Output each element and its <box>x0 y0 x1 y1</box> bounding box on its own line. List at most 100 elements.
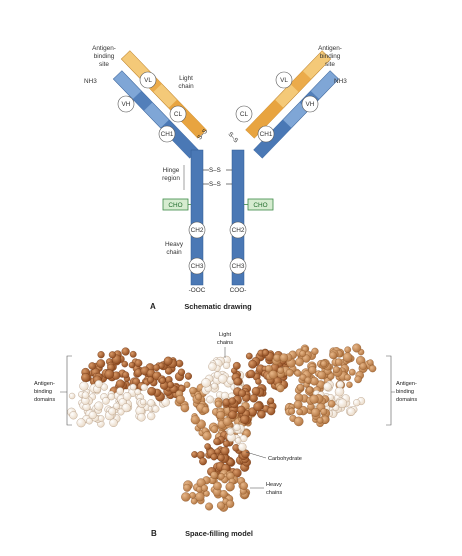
atom-sphere <box>235 437 242 444</box>
svg-text:Carbohydrate: Carbohydrate <box>268 456 302 462</box>
atom-sphere <box>352 343 362 353</box>
domain-vh-left: VH <box>117 95 135 113</box>
atom-sphere <box>128 361 136 369</box>
svg-text:VH: VH <box>122 101 131 108</box>
atom-sphere <box>347 407 356 416</box>
atom-sphere <box>68 392 76 400</box>
atom-sphere <box>94 380 103 388</box>
svg-text:CH1: CH1 <box>260 131 273 138</box>
atom-sphere <box>102 397 110 405</box>
atom-sphere <box>199 457 207 466</box>
atom-sphere <box>97 351 105 359</box>
atom-sphere <box>327 400 336 408</box>
atom-sphere <box>189 386 197 395</box>
atom-sphere <box>134 388 141 396</box>
atom-sphere <box>81 391 90 399</box>
atom-sphere <box>268 370 278 380</box>
atom-sphere <box>214 448 221 455</box>
right-domains-bracket <box>386 355 392 426</box>
atom-sphere <box>253 401 263 412</box>
hinge-region-label: Hinge region <box>162 165 185 190</box>
domain-vh-right: VH <box>301 95 319 113</box>
svg-text:CHO: CHO <box>168 202 182 209</box>
atom-sphere <box>191 451 198 458</box>
atom-sphere <box>213 437 221 446</box>
atom-sphere <box>309 394 319 404</box>
atom-sphere <box>113 402 120 410</box>
atom-sphere <box>190 415 200 425</box>
hinge-disulfide-1: S–S <box>209 167 221 174</box>
atom-sphere <box>201 484 208 492</box>
atom-sphere <box>147 412 156 421</box>
disulfide-light-right: S–S <box>226 131 239 144</box>
svg-text:binding: binding <box>320 53 341 60</box>
atom-sphere <box>175 394 185 404</box>
svg-text:chains: chains <box>217 340 233 346</box>
atom-sphere <box>86 417 93 425</box>
atom-sphere <box>277 366 285 374</box>
atom-sphere <box>226 499 235 508</box>
atom-sphere <box>368 364 377 373</box>
atom-sphere <box>180 403 190 413</box>
atom-sphere <box>240 414 250 424</box>
atom-sphere <box>245 352 253 360</box>
hinge-disulfide-2: S–S <box>209 181 221 188</box>
atom-sphere <box>288 407 296 415</box>
atom-sphere <box>107 393 115 401</box>
atom-sphere <box>251 386 261 396</box>
atom-sphere <box>238 389 246 398</box>
atom-sphere <box>255 378 262 385</box>
antigen-site-label-right: Antigen- binding site <box>318 45 342 68</box>
atom-sphere <box>210 471 218 479</box>
panel-a-letter: A <box>150 302 156 311</box>
atom-sphere <box>159 377 166 384</box>
svg-text:binding: binding <box>34 389 52 395</box>
atom-sphere <box>217 454 225 462</box>
atom-sphere <box>88 362 96 370</box>
domain-ch2-right: CH2 <box>229 221 247 239</box>
atom-sphere <box>279 353 289 362</box>
svg-text:Hinge: Hinge <box>163 167 180 174</box>
domain-ch3-right: CH3 <box>229 257 247 275</box>
atom-sphere <box>336 380 344 389</box>
atom-sphere <box>137 413 146 422</box>
atom-sphere <box>122 392 132 401</box>
svg-text:chain: chain <box>166 249 182 256</box>
atom-sphere <box>296 383 305 392</box>
panel-b-letter: B <box>151 529 157 538</box>
atom-sphere <box>320 408 328 416</box>
atom-sphere <box>213 481 222 491</box>
atom-sphere <box>220 446 230 456</box>
svg-text:Heavy: Heavy <box>165 241 184 248</box>
atom-sphere <box>76 418 86 428</box>
atom-sphere <box>332 365 340 374</box>
atom-sphere <box>221 391 229 400</box>
atom-sphere <box>237 405 246 415</box>
cho-left: CHO <box>162 198 191 211</box>
svg-text:site: site <box>325 61 335 68</box>
atom-sphere <box>247 369 256 379</box>
atom-sphere <box>320 360 328 368</box>
cho-right: CHO <box>244 198 274 211</box>
right-heavy-stem <box>231 149 245 286</box>
atom-sphere <box>216 501 226 510</box>
atom-sphere <box>308 366 317 375</box>
atom-sphere <box>227 428 235 436</box>
atom-sphere <box>316 417 324 424</box>
space-filling-panel: Antigen- binding domains Antigen- bindin… <box>34 332 417 538</box>
atom-sphere <box>273 353 281 362</box>
atom-sphere <box>147 399 155 407</box>
svg-text:CH2: CH2 <box>191 227 204 234</box>
svg-text:VL: VL <box>144 77 152 84</box>
atom-sphere <box>204 443 211 450</box>
atom-sphere <box>228 397 236 405</box>
svg-text:VH: VH <box>306 101 315 108</box>
nh3-label-right: NH3 <box>334 78 347 85</box>
atom-sphere <box>334 387 345 397</box>
atom-sphere <box>129 383 137 391</box>
svg-text:VL: VL <box>280 77 288 84</box>
atom-sphere <box>108 351 116 359</box>
nh3-label-left: NH3 <box>84 78 97 85</box>
atom-sphere <box>183 483 192 492</box>
atom-sphere <box>167 381 175 389</box>
